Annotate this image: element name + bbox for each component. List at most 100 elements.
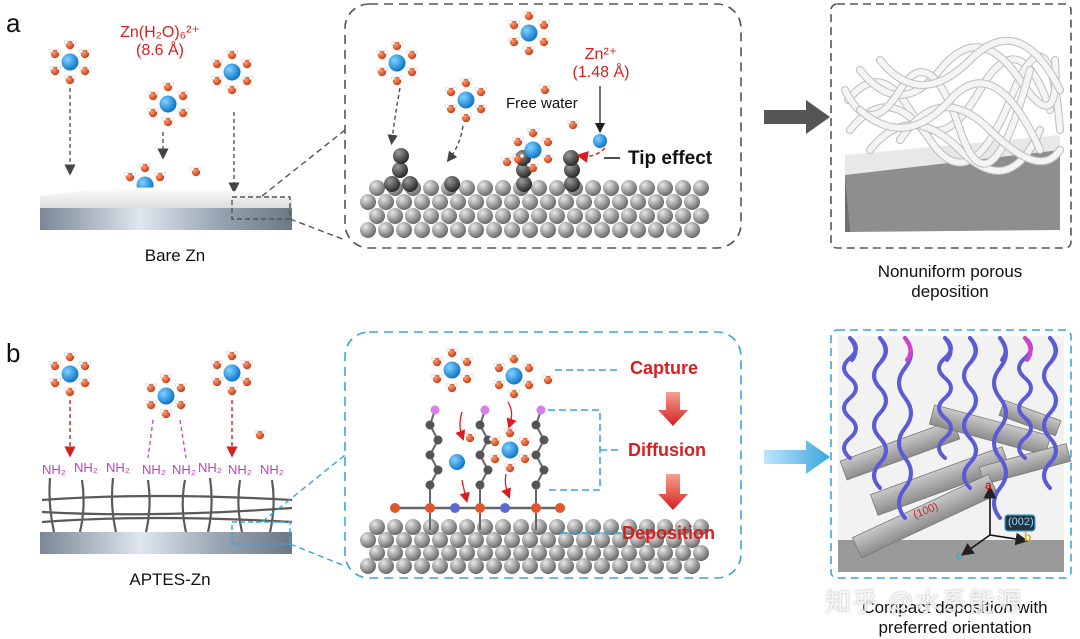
carbon-atom (475, 450, 485, 460)
zn-atom (414, 532, 430, 548)
zn-atom (504, 194, 520, 210)
axis-b-label: b (1024, 530, 1032, 544)
porous-fiber (857, 80, 1043, 153)
result-a-line2: deposition (911, 282, 989, 301)
carbon-atom (425, 450, 435, 460)
zn-atom (468, 222, 484, 238)
zn-atom (369, 180, 385, 196)
zn-atom (369, 208, 385, 224)
zn-atom (639, 208, 655, 224)
zn-tip (393, 148, 409, 164)
grafted-polymer-chain (872, 336, 888, 490)
zn-atom (423, 208, 439, 224)
zn-atom (459, 208, 475, 224)
facet-002-label: (002) (1008, 516, 1034, 528)
aptes-zn-caption: APTES-Zn (129, 570, 211, 589)
zn-atom (441, 545, 457, 561)
porous-deposit-render (841, 36, 1064, 232)
porous-fiber (845, 56, 1053, 134)
zn-tip (563, 150, 579, 166)
result-b-caption: Compact deposition with preferred orient… (840, 598, 1070, 638)
zn-atom (477, 180, 493, 196)
zn-atom (405, 208, 421, 224)
carbon-atom (539, 465, 549, 475)
zn-atom (486, 222, 502, 238)
carbon-atom (475, 480, 485, 490)
zn-atom (441, 208, 457, 224)
zn-atom (405, 545, 421, 561)
result-arrow-a (764, 100, 830, 134)
zn-atom (360, 532, 376, 548)
aptes-zn-slab (40, 532, 292, 554)
zn-atom (522, 558, 538, 574)
zn-atom (486, 558, 502, 574)
zn-atom (639, 180, 655, 196)
nitrogen-atom (480, 405, 490, 415)
zn-atom (360, 558, 376, 574)
carbon-atom (483, 465, 493, 475)
zn-atom (594, 194, 610, 210)
zn-nucleus (516, 176, 532, 192)
chain-head (1023, 336, 1033, 362)
zn-atom (378, 532, 394, 548)
siloxane-atom (555, 503, 565, 513)
zn-atom (621, 545, 637, 561)
zn-atom (585, 180, 601, 196)
migration-arrow (446, 125, 464, 163)
porous-fiber (842, 67, 1033, 167)
chain-head (998, 336, 1008, 362)
zn-atom (576, 532, 592, 548)
grafted-polymer-chain (1017, 336, 1033, 460)
zn-atom (630, 194, 646, 210)
zn-atom (459, 519, 475, 535)
siloxane-atom (425, 503, 435, 513)
nh2-label: NH₂ (198, 460, 222, 475)
grafted-polymer-chain (937, 336, 953, 460)
carbon-atom (531, 450, 541, 460)
grafted-polymer-chain (1042, 336, 1058, 490)
zoom-connector (289, 218, 346, 241)
zn-atom (432, 532, 448, 548)
zn-atom (648, 558, 664, 574)
nh2-label: NH₂ (142, 462, 166, 477)
zn-nucleus (402, 176, 418, 192)
zn-atom (693, 208, 709, 224)
aptes-chains (390, 405, 565, 530)
zn-atom (549, 180, 565, 196)
zn-atom (549, 208, 565, 224)
watermark: 知乎 @水系能源 (825, 587, 1023, 617)
zn-nucleus (444, 176, 460, 192)
zn-atom (396, 222, 412, 238)
zn-atom (531, 519, 547, 535)
zn-atom (531, 208, 547, 224)
carbon-atom (475, 420, 485, 430)
zn-atom (630, 222, 646, 238)
nh2-label: NH₂ (228, 462, 252, 477)
zn-atom (495, 208, 511, 224)
zn-atom (621, 208, 637, 224)
zn-atom (387, 208, 403, 224)
zn-slab (40, 208, 292, 230)
nh2-coordination-line (179, 419, 187, 459)
zn-atom (558, 194, 574, 210)
nitrogen-atom (536, 405, 546, 415)
step-diffusion: Diffusion (628, 440, 706, 460)
zoom-connector-b (261, 454, 346, 523)
zn-atom (513, 545, 529, 561)
nh2-label: NH₂ (42, 462, 66, 477)
hydrated-ion-formula: Zn(H₂O)₆²⁺ (120, 24, 200, 41)
zn-atom (495, 180, 511, 196)
result-arrow-b (764, 440, 830, 474)
step-capture: Capture (630, 358, 699, 378)
panel-b-letter: b (6, 338, 21, 368)
zn-atom (378, 194, 394, 210)
zn-atom (504, 558, 520, 574)
zn-atom (648, 222, 664, 238)
carbon-atom (425, 480, 435, 490)
panel-a (40, 3, 1072, 249)
zn-atom (522, 222, 538, 238)
zn-nucleus (384, 176, 400, 192)
zn-atom (459, 545, 475, 561)
chain-head (878, 336, 888, 362)
zn-slab-surface (40, 187, 292, 208)
